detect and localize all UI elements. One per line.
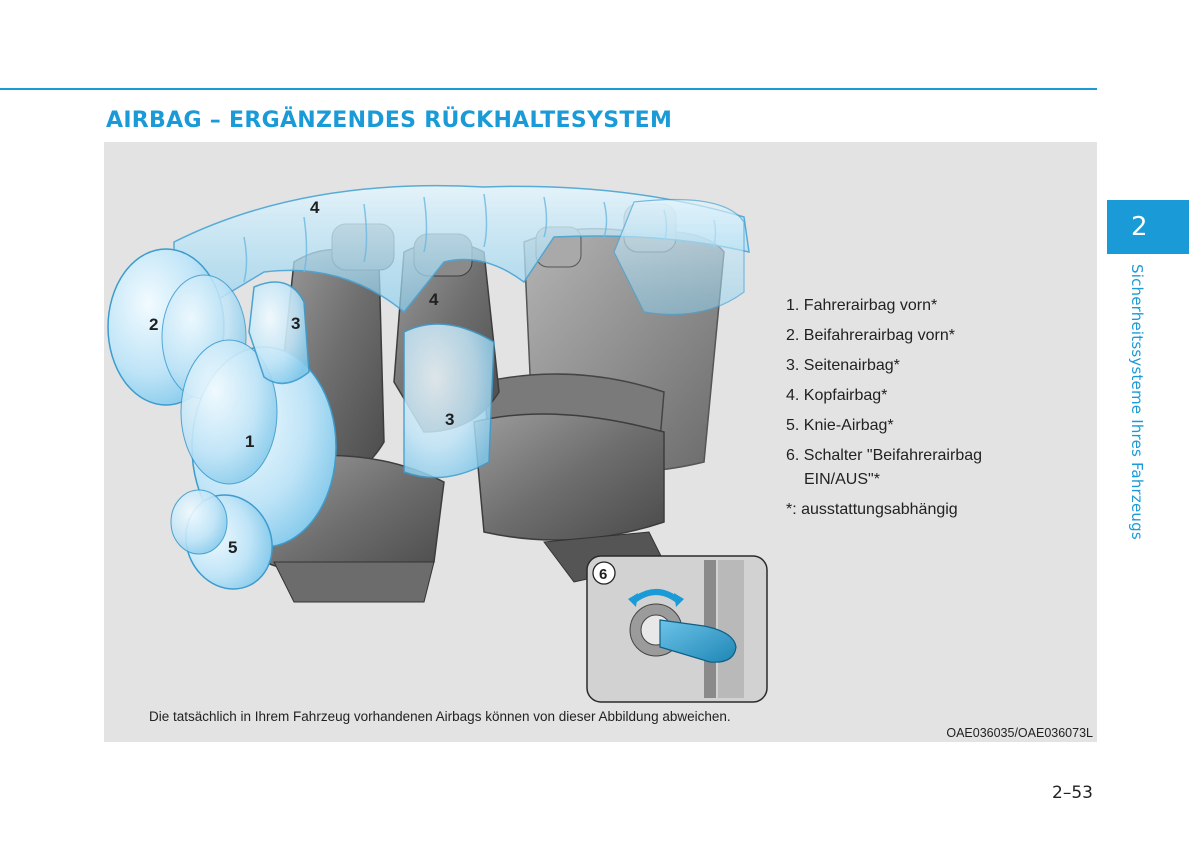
header-rule <box>0 88 1097 90</box>
legend-item: 6. Schalter "Beifahrerairbag EIN/AUS"* <box>786 447 983 488</box>
chapter-tab: 2 <box>1107 200 1189 254</box>
page-number: 2–53 <box>1052 783 1093 803</box>
figure-caption: Die tatsächlich in Ihrem Fahrzeug vorhan… <box>149 709 731 724</box>
legend-item: 4. Kopfairbag* <box>786 387 888 404</box>
airbag-illustration: 1 2 3 3 4 4 5 6 <box>107 184 768 703</box>
legend-item: 1. Fahrerairbag vorn* <box>786 297 938 314</box>
rear-curtain-airbag <box>613 198 745 316</box>
legend-item: 5. Knie-Airbag* <box>786 417 894 434</box>
callout-driver-front: 1 <box>245 432 254 451</box>
curtain-seams <box>243 193 717 283</box>
callout-side-rear: 3 <box>445 410 454 429</box>
driver-side-airbag <box>248 281 310 385</box>
airbag-legend: 1. Fahrerairbag vorn* 2. Beifahrerairbag… <box>786 294 1034 528</box>
chapter-title: Sicherheitssysteme Ihres Fahrzeugs <box>1128 264 1146 540</box>
legend-item: 3. Seitenairbag* <box>786 357 900 374</box>
airbag-figure: 1 2 3 3 4 4 5 6 1. Fahrerairbag vorn* 2.… <box>104 142 1097 742</box>
figure-code: OAE036035/OAE036073L <box>946 726 1093 740</box>
callout-knee: 5 <box>228 538 237 557</box>
callout-side-front: 3 <box>291 314 300 333</box>
callout-switch: 6 <box>599 566 607 583</box>
legend-item: 2. Beifahrerairbag vorn* <box>786 327 955 344</box>
key-icon <box>659 619 737 663</box>
legend-footnote: *: ausstattungsabhängig <box>786 501 958 518</box>
switch-inset <box>586 555 768 703</box>
callout-curtain-top: 4 <box>310 198 320 217</box>
passenger-side-airbag <box>403 323 495 479</box>
page-title: AIRBAG – ERGÄNZENDES RÜCKHALTESYSTEM <box>106 108 673 133</box>
callout-curtain-mid: 4 <box>429 290 439 309</box>
callout-passenger-front: 2 <box>149 315 158 334</box>
